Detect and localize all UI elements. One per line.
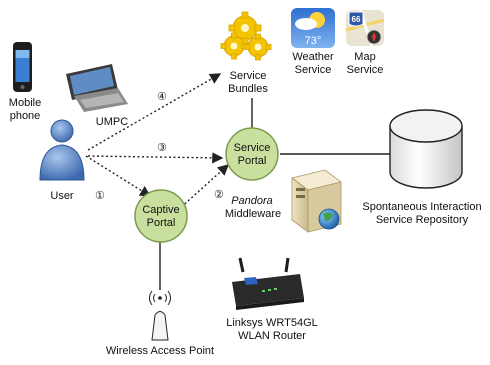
service-portal-label: Service Portal (233, 142, 271, 167)
pandora-label: Pandora (231, 195, 273, 207)
step-3-label: ③ (157, 142, 167, 154)
map-service-label: Map Service (346, 51, 384, 76)
step-4-label: ④ (157, 91, 167, 103)
repository-label: Spontaneous Interaction Service Reposito… (362, 201, 482, 226)
router-icon (232, 257, 304, 310)
map-service-icon: 66 (345, 9, 385, 47)
service-bundles-gears-icon (220, 11, 272, 61)
captive-portal-node (134, 189, 188, 243)
umpc-icon (66, 64, 128, 112)
captive-portal-label: Captive Portal (142, 204, 180, 229)
repository-cylinder-icon (389, 109, 463, 189)
access-point-label: Wireless Access Point (105, 345, 215, 357)
edge-user-service (87, 152, 224, 164)
step-2-label: ② (214, 189, 224, 201)
server-icon (291, 169, 342, 233)
edge-user-bundles (87, 73, 222, 151)
mobile-phone-icon (13, 42, 32, 92)
weather-temp-text: 73° (305, 35, 322, 47)
map-shield-text: 66 (352, 15, 361, 24)
weather-service-icon: 73° (291, 8, 335, 48)
mobile-phone-label: Mobile phone (8, 97, 42, 122)
umpc-label: UMPC (95, 116, 129, 128)
service-portal-node (225, 127, 279, 181)
service-bundles-label: Service Bundles (228, 70, 268, 95)
weather-service-label: Weather Service (292, 51, 334, 76)
user-icon (39, 119, 85, 181)
user-label: User (50, 190, 74, 202)
router-label: Linksys WRT54GL WLAN Router (226, 317, 318, 342)
access-point-icon (149, 290, 171, 341)
step-1-label: ① (95, 190, 105, 202)
edge-user-captive (85, 155, 152, 197)
middleware-label: Middleware (224, 208, 282, 220)
